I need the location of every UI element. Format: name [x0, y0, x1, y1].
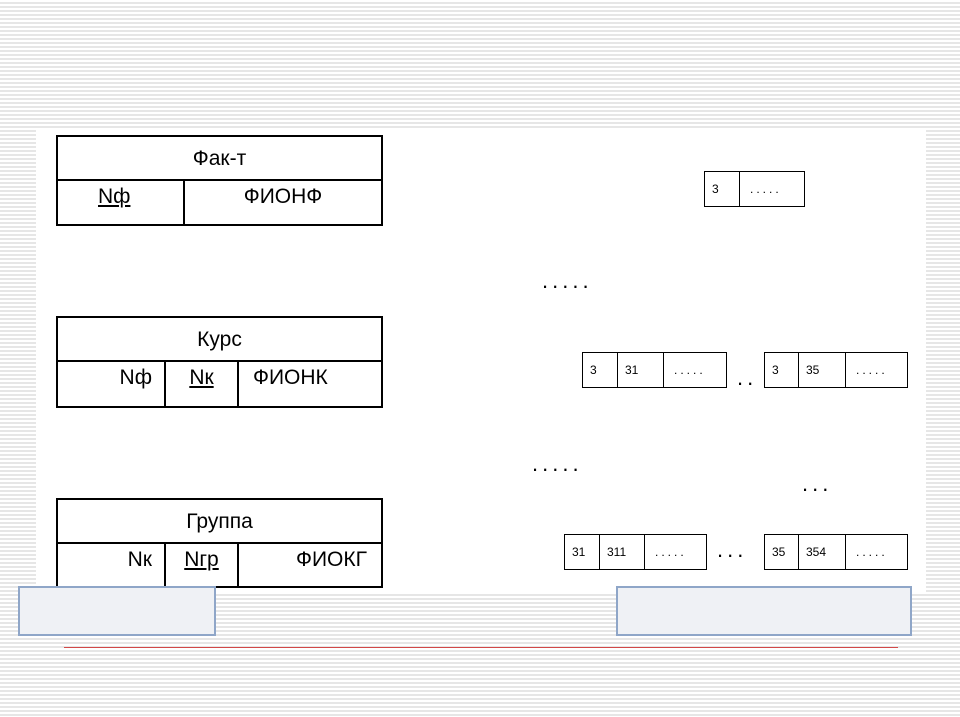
- faculty-table: Фак-т Nф ФИОНФ: [56, 135, 383, 226]
- record-key-cell: 31: [618, 353, 664, 387]
- record-data-cell: .....: [750, 182, 782, 196]
- group-foreign-key-field: Nк: [58, 544, 166, 586]
- record-gap-ellipsis: ...: [717, 537, 748, 562]
- record-data-cell: .....: [856, 363, 888, 377]
- group-table: Группа Nк Nгр ФИОКГ: [56, 498, 383, 588]
- faculty-record: 3 .....: [704, 171, 805, 207]
- record-key-cell: 35: [765, 535, 799, 569]
- divider-line: [64, 647, 898, 648]
- record-key-cell: 311: [600, 535, 645, 569]
- record-key-cell: 3: [583, 353, 618, 387]
- course-table-title: Курс: [58, 318, 381, 362]
- course-record-first: 3 31 .....: [582, 352, 727, 388]
- faculty-table-title: Фак-т: [58, 137, 381, 181]
- course-key-field: Nк: [166, 362, 239, 406]
- group-key-field: Nгр: [166, 544, 239, 586]
- nav-box-left[interactable]: [18, 586, 216, 636]
- record-data-cell: .....: [655, 545, 687, 559]
- nav-box-right[interactable]: [616, 586, 912, 636]
- record-key-cell: 3: [705, 172, 740, 206]
- level-ellipsis: .....: [532, 451, 583, 476]
- level-ellipsis: .....: [542, 268, 593, 293]
- course-table: Курс Nф Nк ФИОНК: [56, 316, 383, 408]
- course-name-field: ФИОНК: [253, 366, 328, 389]
- record-key-cell: 35: [799, 353, 846, 387]
- faculty-key-field: Nф: [58, 181, 185, 224]
- group-table-title: Группа: [58, 500, 381, 544]
- faculty-name-field: ФИОНФ: [243, 185, 323, 208]
- course-record-last: 3 35 .....: [764, 352, 908, 388]
- record-key-cell: 31: [565, 535, 600, 569]
- record-key-cell: 354: [799, 535, 846, 569]
- course-foreign-key-field: Nф: [58, 362, 166, 406]
- record-data-cell: .....: [856, 545, 888, 559]
- record-data-cell: .....: [674, 363, 706, 377]
- level-ellipsis: ...: [802, 471, 833, 496]
- group-record-first: 31 311 .....: [564, 534, 707, 570]
- record-gap-ellipsis: ..: [737, 365, 758, 390]
- group-name-field: ФИОКГ: [296, 548, 367, 571]
- record-key-cell: 3: [765, 353, 799, 387]
- group-record-last: 35 354 .....: [764, 534, 908, 570]
